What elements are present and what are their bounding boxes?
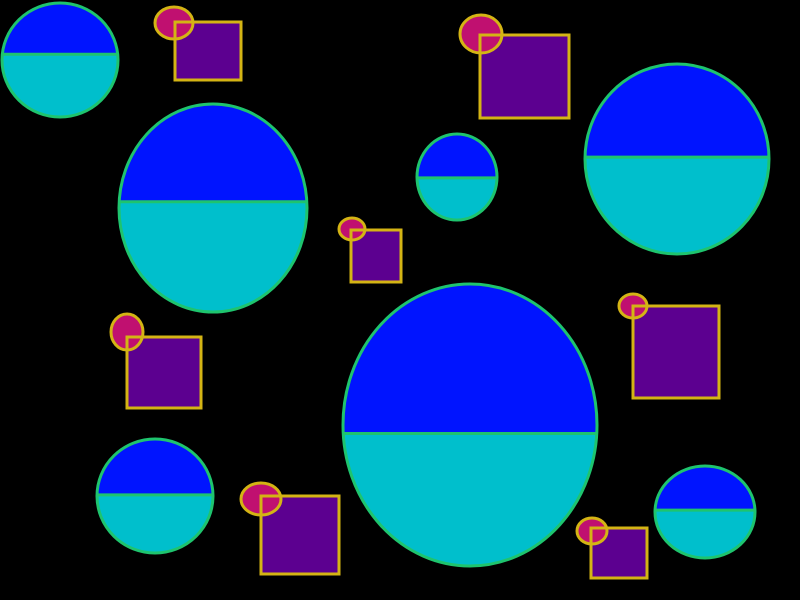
circle-top-left	[2, 3, 118, 117]
marker-4-square	[127, 337, 201, 408]
marker-5	[619, 294, 719, 398]
circle-large-center	[343, 284, 597, 566]
circle-small-center	[417, 134, 497, 220]
marker-5-square	[633, 306, 719, 398]
circle-right	[585, 64, 769, 254]
circle-bottom-right	[655, 466, 755, 558]
circle-bottom-left	[97, 439, 213, 553]
circle-large-left	[119, 104, 307, 312]
